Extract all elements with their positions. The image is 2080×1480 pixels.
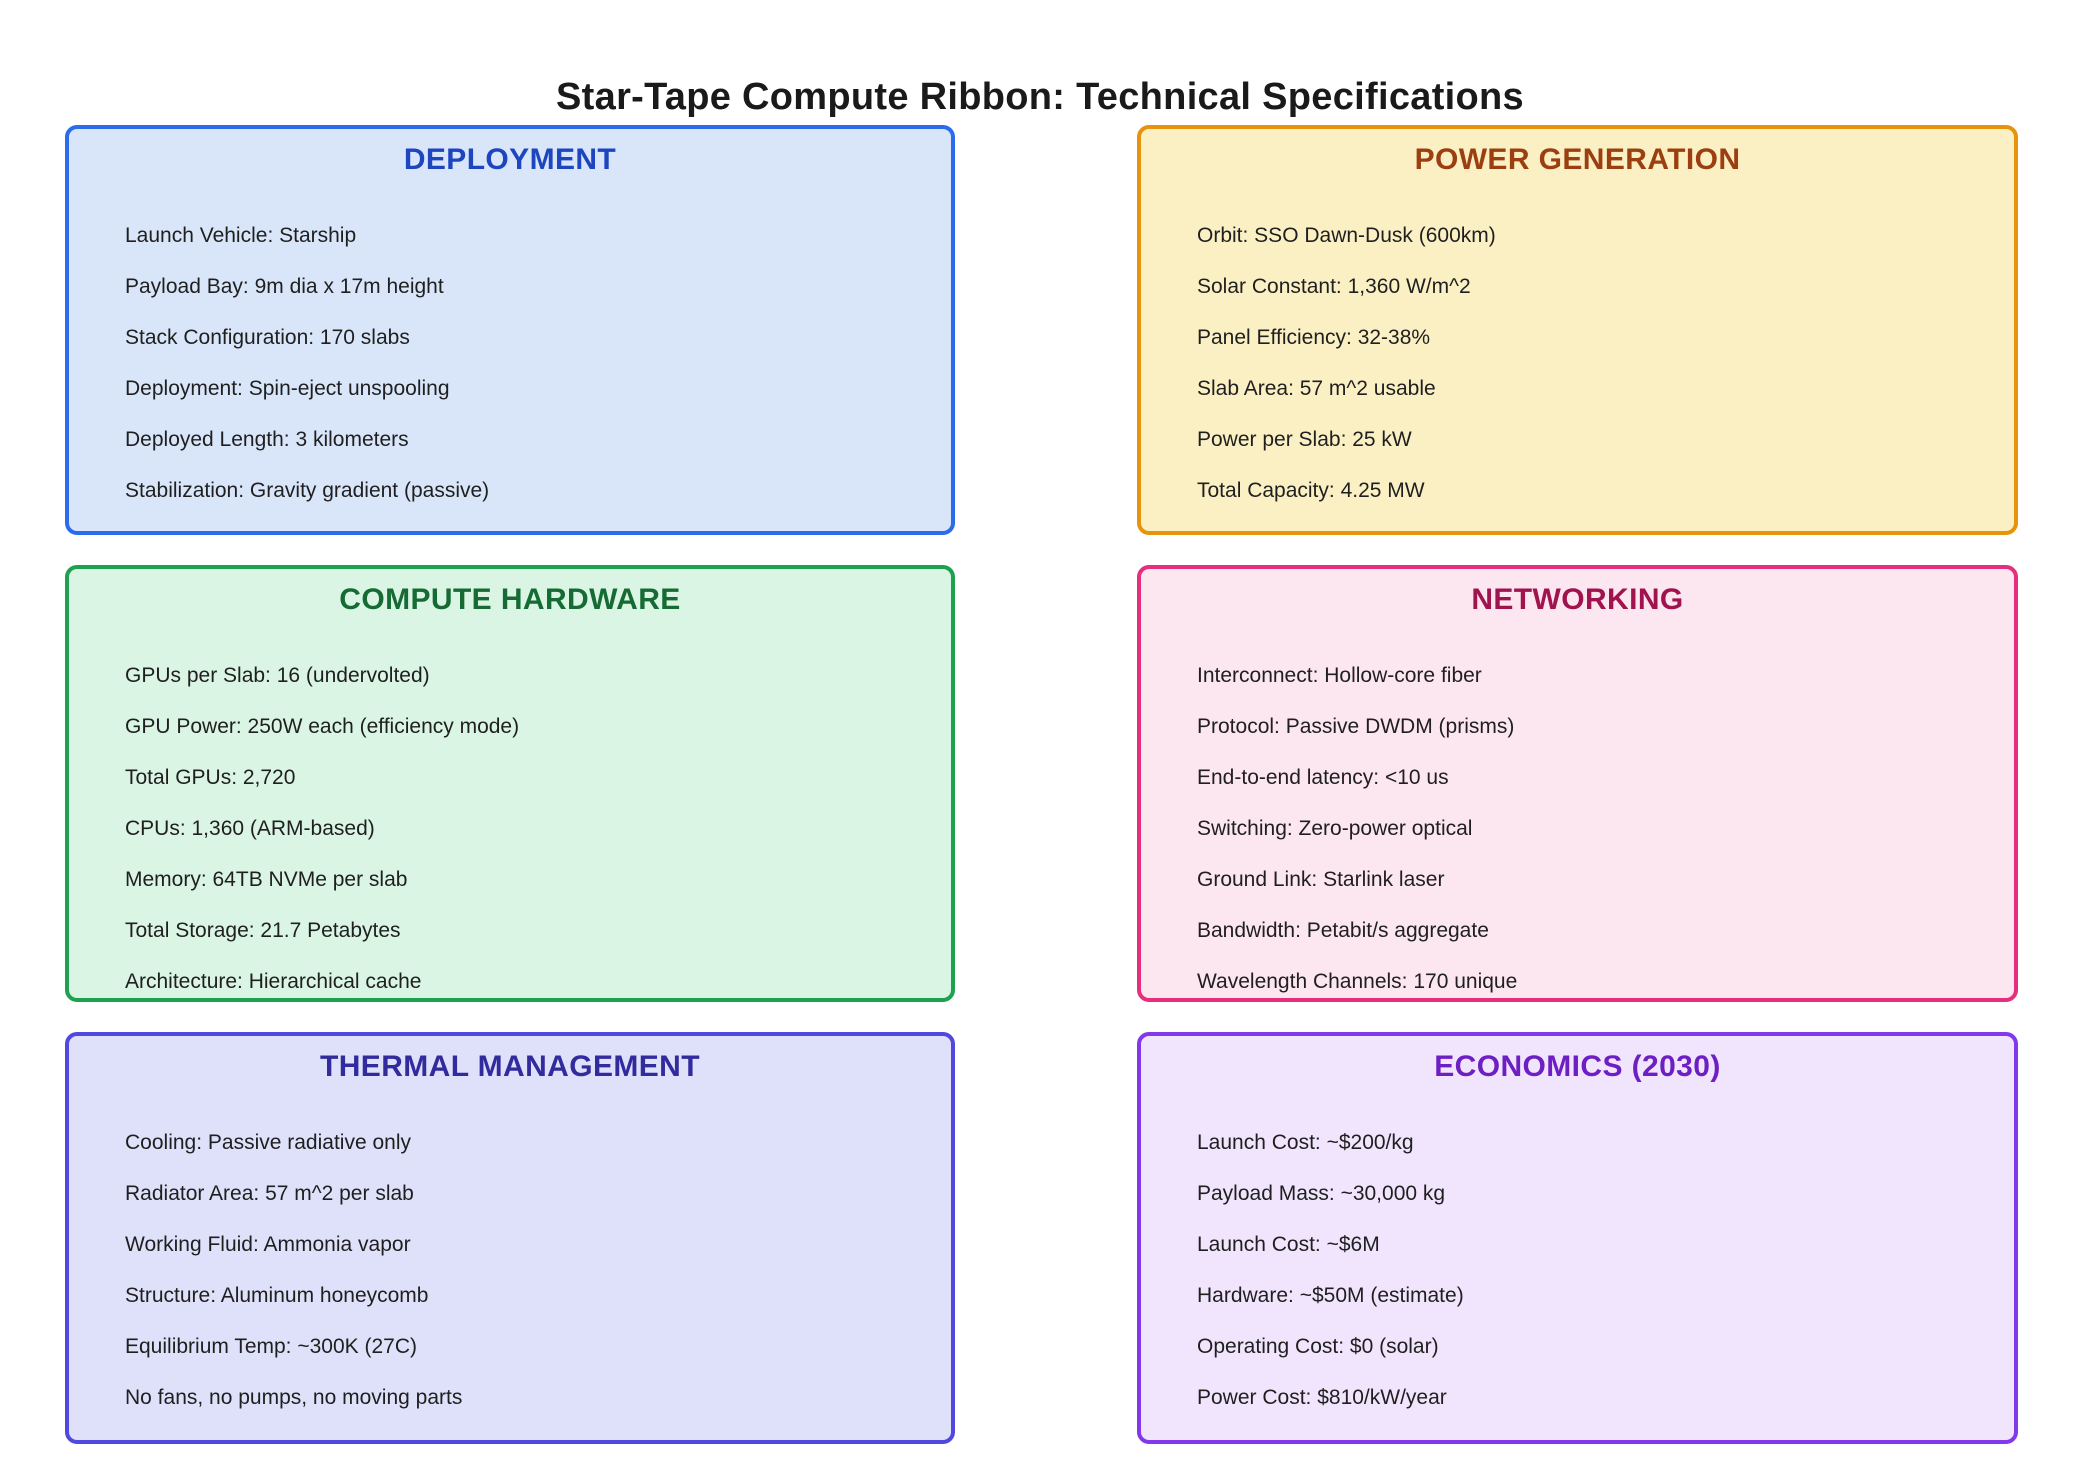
spec-item: Hardware: ~$50M (estimate): [1197, 1284, 1464, 1307]
spec-item: Launch Cost: ~$200/kg: [1197, 1131, 1414, 1154]
spec-list-economics-2030: Launch Cost: ~$200/kg Payload Mass: ~30,…: [1141, 1084, 2014, 1409]
spec-item: Solar Constant: 1,360 W/m^2: [1197, 275, 1471, 298]
spec-item: Operating Cost: $0 (solar): [1197, 1335, 1439, 1358]
spec-item: Memory: 64TB NVMe per slab: [125, 868, 408, 891]
spec-list-compute-hardware: GPUs per Slab: 16 (undervolted) GPU Powe…: [69, 617, 951, 993]
spec-item: Radiator Area: 57 m^2 per slab: [125, 1182, 414, 1205]
spec-item: Payload Mass: ~30,000 kg: [1197, 1182, 1446, 1205]
spec-cards-grid: DEPLOYMENT Launch Vehicle: Starship Payl…: [65, 125, 2018, 1444]
card-title-economics-2030: ECONOMICS (2030): [1434, 1050, 1721, 1083]
spec-item: Total Storage: 21.7 Petabytes: [125, 919, 401, 942]
spec-item: Stabilization: Gravity gradient (passive…: [125, 479, 490, 502]
spec-item: Structure: Aluminum honeycomb: [125, 1284, 429, 1307]
card-economics-2030: ECONOMICS (2030) Launch Cost: ~$200/kg P…: [1137, 1032, 2018, 1444]
spec-list-thermal-management: Cooling: Passive radiative only Radiator…: [69, 1084, 951, 1409]
card-thermal-management: THERMAL MANAGEMENT Cooling: Passive radi…: [65, 1032, 955, 1444]
spec-item: Deployed Length: 3 kilometers: [125, 428, 409, 451]
spec-item: CPUs: 1,360 (ARM-based): [125, 817, 375, 840]
spec-item: Wavelength Channels: 170 unique: [1197, 970, 1518, 993]
spec-item: Total GPUs: 2,720: [125, 766, 296, 789]
spec-item: Slab Area: 57 m^2 usable: [1197, 377, 1436, 400]
spec-item: Launch Cost: ~$6M: [1197, 1233, 1380, 1256]
card-title-networking: NETWORKING: [1471, 583, 1684, 616]
card-title-compute-hardware: COMPUTE HARDWARE: [339, 583, 681, 616]
spec-item: Cooling: Passive radiative only: [125, 1131, 411, 1154]
spec-item: Protocol: Passive DWDM (prisms): [1197, 715, 1515, 738]
spec-item: Total Capacity: 4.25 MW: [1197, 479, 1425, 502]
spec-item: Bandwidth: Petabit/s aggregate: [1197, 919, 1489, 942]
spec-item: Ground Link: Starlink laser: [1197, 868, 1445, 891]
spec-item: Power per Slab: 25 kW: [1197, 428, 1412, 451]
page-title: Star-Tape Compute Ribbon: Technical Spec…: [556, 76, 1524, 118]
card-deployment: DEPLOYMENT Launch Vehicle: Starship Payl…: [65, 125, 955, 535]
spec-item: Power Cost: $810/kW/year: [1197, 1386, 1447, 1409]
card-title-power-generation: POWER GENERATION: [1414, 143, 1741, 176]
spec-item: Orbit: SSO Dawn-Dusk (600km): [1197, 224, 1496, 247]
spec-list-power-generation: Orbit: SSO Dawn-Dusk (600km) Solar Const…: [1141, 177, 2014, 502]
spec-item: Panel Efficiency: 32-38%: [1197, 326, 1431, 349]
card-compute-hardware: COMPUTE HARDWARE GPUs per Slab: 16 (unde…: [65, 565, 955, 1002]
card-title-deployment: DEPLOYMENT: [403, 143, 617, 176]
spec-item: Payload Bay: 9m dia x 17m height: [125, 275, 444, 298]
spec-list-networking: Interconnect: Hollow-core fiber Protocol…: [1141, 617, 2014, 993]
spec-item: Launch Vehicle: Starship: [125, 224, 357, 247]
spec-item: Working Fluid: Ammonia vapor: [125, 1233, 411, 1256]
spec-item: GPUs per Slab: 16 (undervolted): [125, 664, 430, 687]
card-title-thermal-management: THERMAL MANAGEMENT: [320, 1050, 700, 1083]
spec-item: End-to-end latency: <10 us: [1197, 766, 1449, 789]
spec-item: Interconnect: Hollow-core fiber: [1197, 664, 1482, 687]
spec-item: GPU Power: 250W each (efficiency mode): [125, 715, 520, 738]
spec-list-deployment: Launch Vehicle: Starship Payload Bay: 9m…: [69, 177, 951, 502]
spec-item: Switching: Zero-power optical: [1197, 817, 1473, 840]
spec-item: Stack Configuration: 170 slabs: [125, 326, 410, 349]
spec-item: Deployment: Spin-eject unspooling: [125, 377, 450, 400]
card-networking: NETWORKING Interconnect: Hollow-core fib…: [1137, 565, 2018, 1002]
spec-item: Architecture: Hierarchical cache: [125, 970, 422, 993]
spec-item: Equilibrium Temp: ~300K (27C): [125, 1335, 418, 1358]
spec-item: No fans, no pumps, no moving parts: [125, 1386, 463, 1409]
card-power-generation: POWER GENERATION Orbit: SSO Dawn-Dusk (6…: [1137, 125, 2018, 535]
